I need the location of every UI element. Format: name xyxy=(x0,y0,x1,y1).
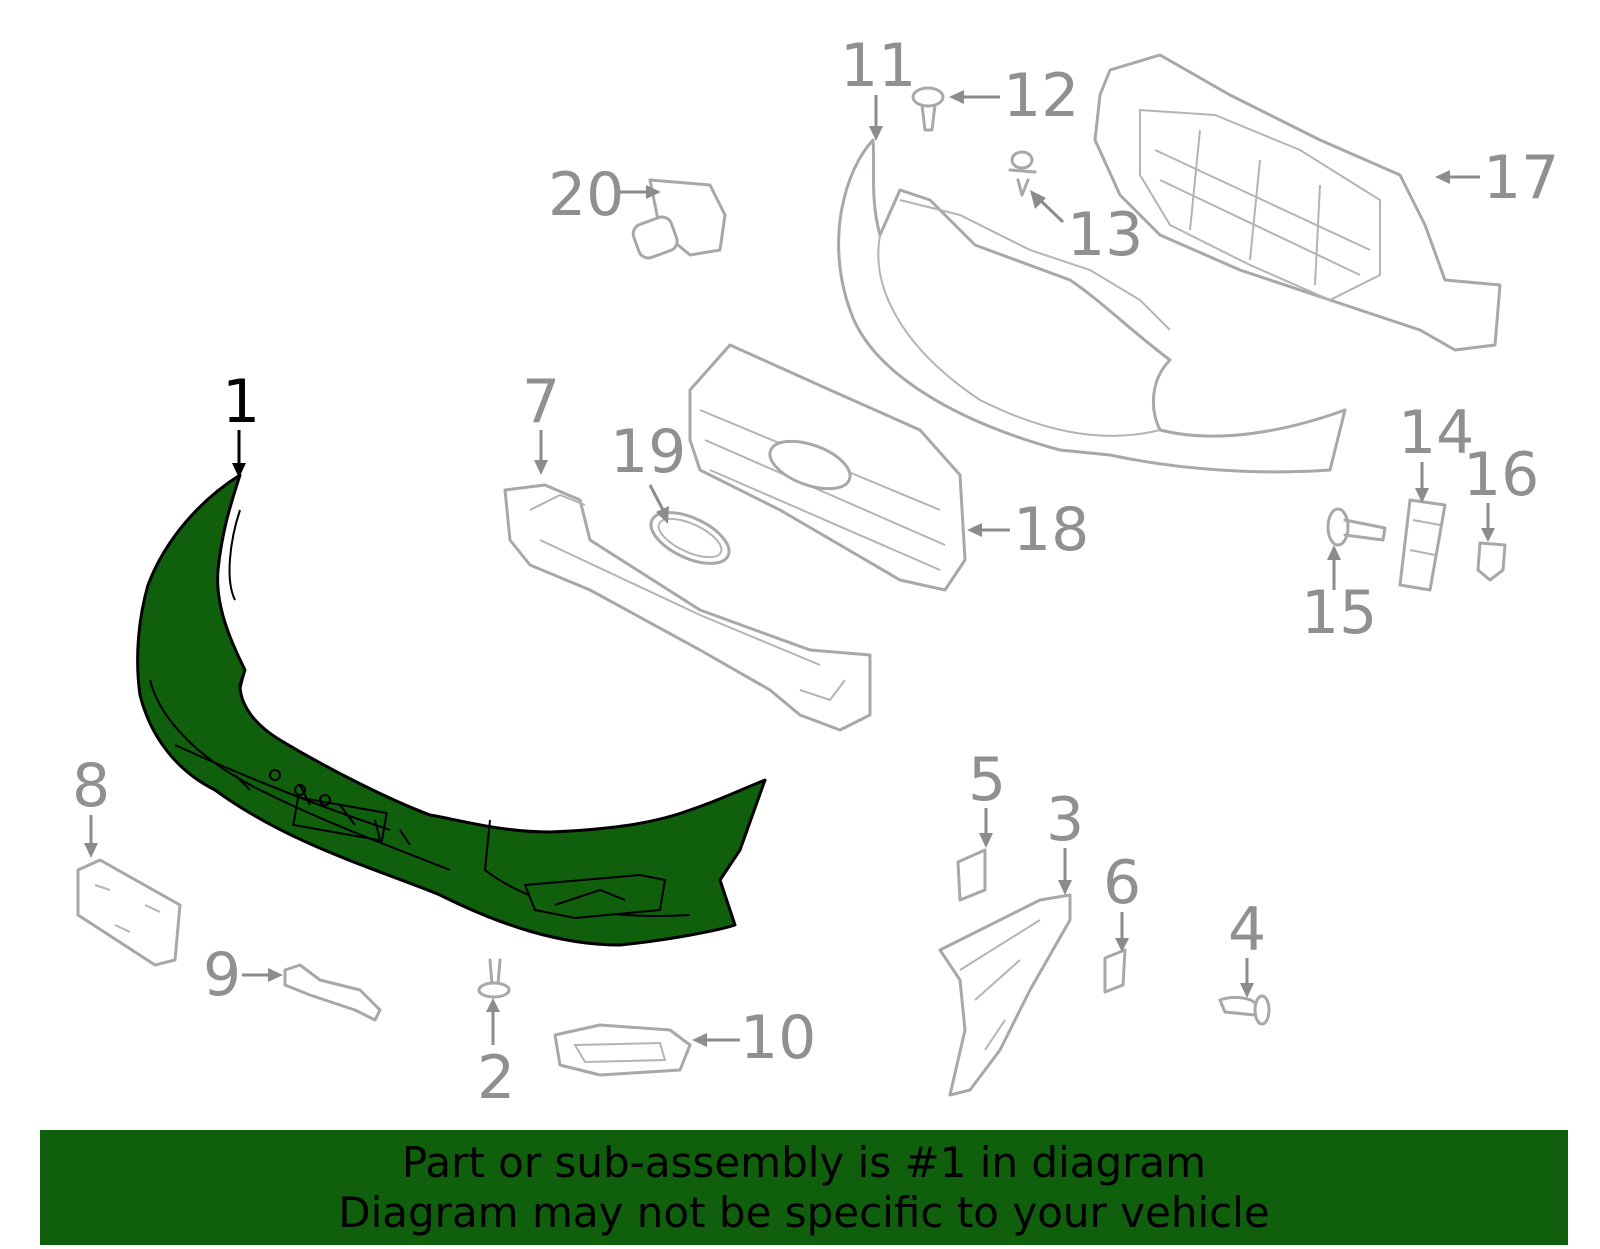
part-20-sensor[interactable] xyxy=(630,178,727,261)
callout-label-19: 19 xyxy=(610,417,686,487)
part-5-seal[interactable] xyxy=(956,848,987,902)
callout-label-5: 5 xyxy=(968,745,1006,815)
part-10-fog-bezel[interactable] xyxy=(553,1023,692,1077)
part-15-clip[interactable] xyxy=(1326,507,1387,547)
callout-label-3: 3 xyxy=(1046,785,1084,855)
callout-label-11: 11 xyxy=(840,31,916,101)
part-14-bracket[interactable] xyxy=(1398,498,1447,592)
part-2-pin[interactable] xyxy=(477,958,511,999)
part-9-bracket[interactable] xyxy=(283,963,382,1022)
part-19-emblem[interactable] xyxy=(643,502,736,574)
part-7-reinforcement[interactable] xyxy=(503,483,872,732)
callout-labels: 1 2 3 4 5 6 7 8 9 10 11 12 13 14 15 16 1… xyxy=(72,31,1559,1113)
part-13-pin[interactable] xyxy=(1008,150,1037,197)
part-4-pin[interactable] xyxy=(1218,994,1271,1026)
callout-label-15: 15 xyxy=(1301,578,1377,648)
part-12-pin[interactable] xyxy=(911,86,945,132)
callout-label-13: 13 xyxy=(1067,200,1143,270)
part-17-upper-grille[interactable] xyxy=(1093,53,1502,352)
part-1-bumper-cover[interactable] xyxy=(136,473,767,947)
part-8-license-bracket[interactable] xyxy=(76,858,182,967)
banner-line-1: Part or sub-assembly is #1 in diagram xyxy=(401,1138,1207,1187)
part-16-nut[interactable] xyxy=(1476,541,1507,582)
callout-label-10: 10 xyxy=(740,1003,816,1073)
callout-label-17: 17 xyxy=(1483,143,1559,213)
callout-label-1: 1 xyxy=(222,367,260,437)
callout-label-6: 6 xyxy=(1103,848,1141,918)
part-11-bumper-upper[interactable] xyxy=(837,138,1347,474)
banner-line-2: Diagram may not be specific to your vehi… xyxy=(338,1188,1270,1237)
info-banner: Part or sub-assembly is #1 in diagram Di… xyxy=(40,1130,1568,1245)
callout-label-14: 14 xyxy=(1398,398,1474,468)
callout-label-8: 8 xyxy=(72,751,110,821)
callout-label-7: 7 xyxy=(522,367,560,437)
part-6-seal[interactable] xyxy=(1103,948,1127,994)
callout-label-12: 12 xyxy=(1003,61,1079,131)
callout-label-18: 18 xyxy=(1013,495,1089,565)
part-3-support[interactable] xyxy=(938,893,1072,1097)
callout-arrows xyxy=(84,90,1495,1047)
callout-label-16: 16 xyxy=(1463,440,1539,510)
callout-label-2: 2 xyxy=(477,1043,515,1113)
callout-label-4: 4 xyxy=(1228,895,1266,965)
parts-diagram: 1 2 3 4 5 6 7 8 9 10 11 12 13 14 15 16 1… xyxy=(72,31,1559,1113)
callout-label-9: 9 xyxy=(203,940,241,1010)
callout-label-20: 20 xyxy=(548,160,624,230)
part-18-grille[interactable] xyxy=(688,343,967,592)
